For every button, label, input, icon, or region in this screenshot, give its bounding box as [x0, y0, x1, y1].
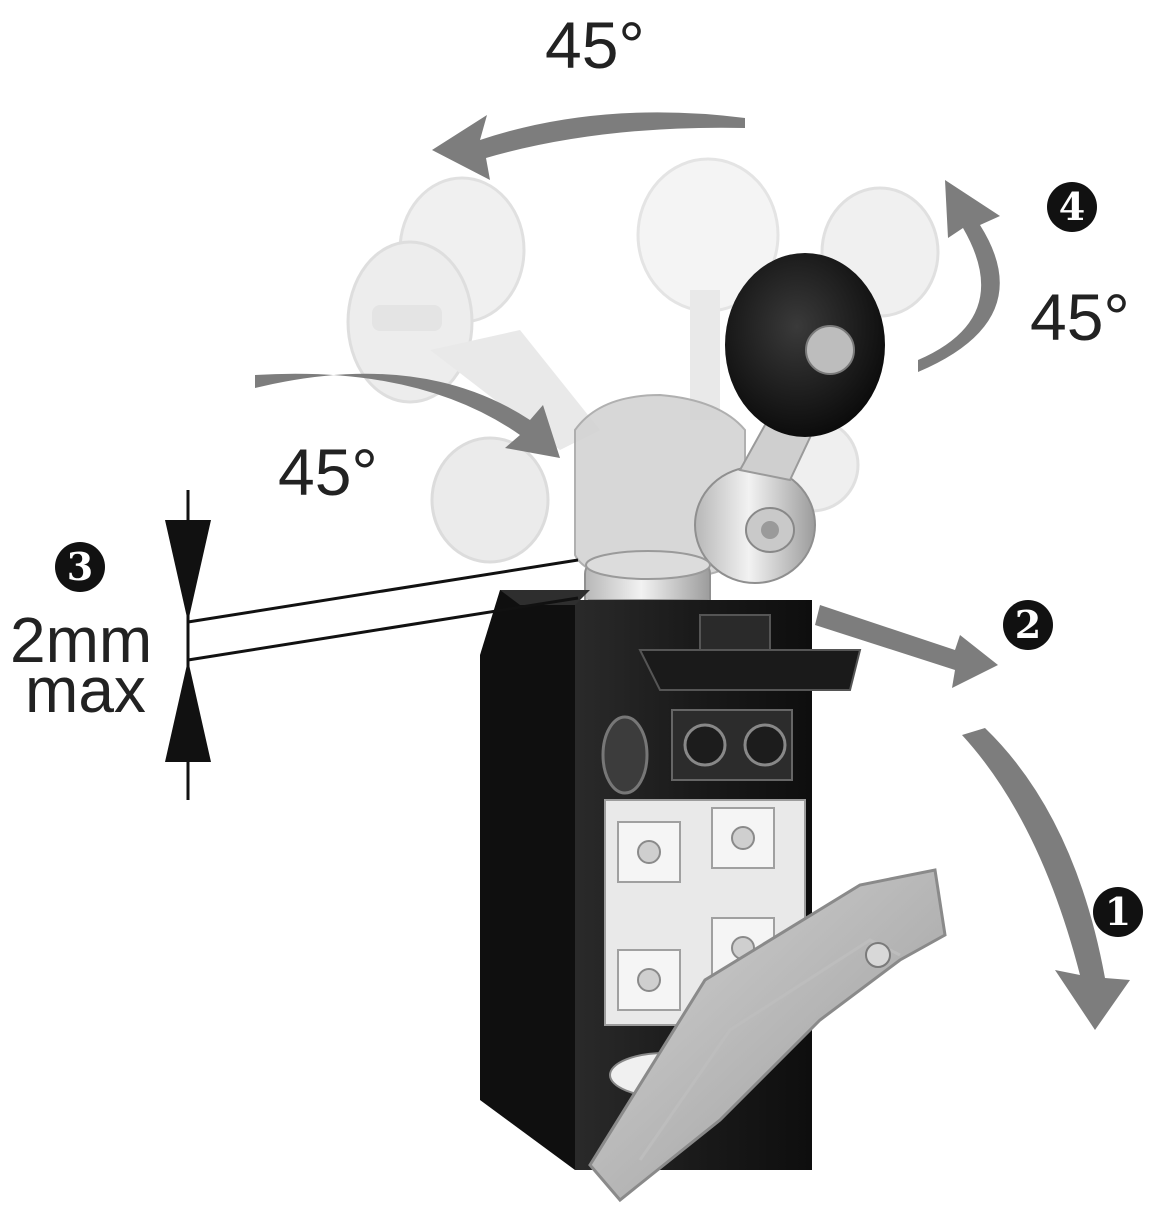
angle-label-top: 45°	[545, 8, 645, 82]
dim-line-upper	[187, 558, 579, 624]
step-badge-3: 3	[55, 542, 105, 592]
arrow-rotate-left	[255, 373, 560, 458]
head-pivot-screw	[761, 521, 779, 539]
motion-arrows	[255, 112, 1130, 1030]
arrow-rotate-right	[918, 180, 1000, 372]
arrow-rotate-top	[432, 112, 745, 180]
dim-arrow-top	[165, 520, 211, 622]
angle-label-left: 45°	[278, 435, 378, 509]
dim-line-lower	[187, 596, 579, 662]
step-badge-2: 2	[1003, 600, 1053, 650]
terminal-screw-3	[637, 968, 661, 992]
ghost-lever-arm-top	[690, 290, 720, 420]
step-badge-2-circle	[1003, 600, 1053, 650]
housing-top	[500, 590, 590, 605]
step-badge-2-number: 2	[1015, 602, 1041, 647]
cover-screw	[865, 942, 891, 968]
step-badge-3-circle	[55, 542, 105, 592]
roller-hub	[805, 325, 855, 375]
terminal-screw-1	[637, 840, 661, 864]
step-badge-4-circle	[1047, 182, 1097, 232]
clearance-value-label: 2mm	[10, 604, 152, 676]
step-badge-4: 4	[1047, 182, 1097, 232]
clearance-dimension	[165, 490, 579, 800]
clearance-unit-label: max	[25, 654, 146, 726]
terminal-screw-2	[731, 826, 755, 850]
gland-right	[743, 723, 787, 767]
step-badge-3-number: 3	[67, 544, 93, 589]
ghost-axle-left	[372, 305, 442, 331]
ghost-roller-low-left	[430, 436, 550, 564]
step-badge-1-number: 1	[1105, 889, 1131, 934]
step-badge-1-circle	[1093, 887, 1143, 937]
mounting-hole	[601, 715, 649, 795]
angle-label-right: 45°	[1030, 280, 1130, 354]
dim-arrow-bottom	[165, 660, 211, 762]
housing-cover	[588, 868, 947, 1203]
ghost-lever-positions	[346, 157, 940, 564]
neck-rim	[585, 550, 711, 580]
housing-side	[480, 590, 575, 1170]
housing-clip	[638, 649, 862, 691]
cover-plate	[588, 868, 947, 1203]
housing-top-slot	[699, 614, 771, 651]
step-badge-1: 1	[1093, 887, 1143, 937]
arrow-step-1	[962, 728, 1130, 1030]
ghost-lever-arm-left	[430, 330, 600, 450]
arrow-step-2	[815, 605, 998, 688]
gland-left	[683, 723, 727, 767]
roller-wheel	[725, 253, 885, 437]
roller	[725, 253, 885, 437]
step-badge-4-number: 4	[1059, 184, 1085, 229]
actuator-head	[574, 378, 832, 584]
